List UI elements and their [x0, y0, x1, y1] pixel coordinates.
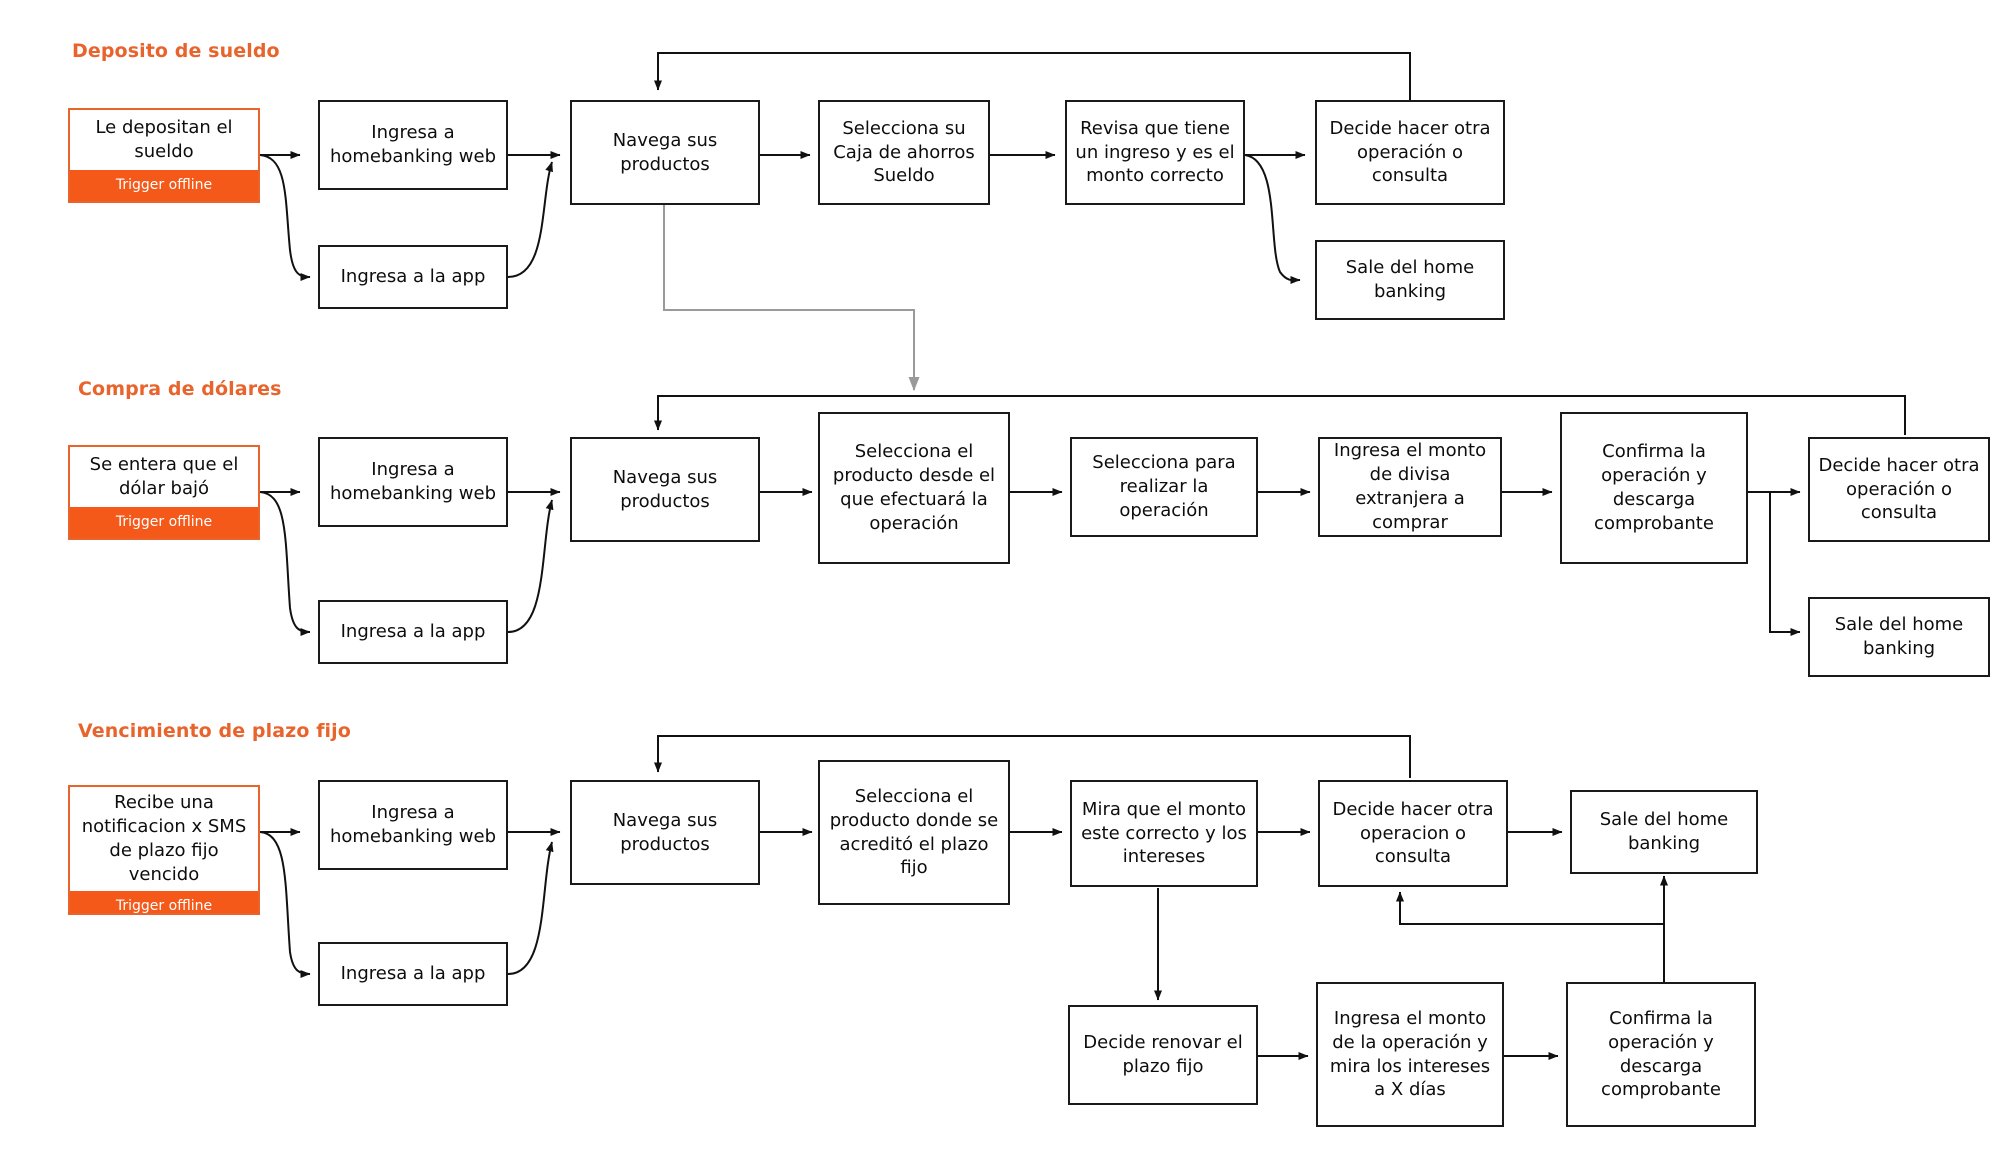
node-selecciona-producto-operacion-lane2[interactable]: Selecciona el producto desde el que efec… [818, 412, 1010, 564]
trigger-label: Le depositan el sueldo [95, 117, 233, 162]
trigger-label: Recibe una notificacion x SMS de plazo f… [81, 792, 247, 885]
node-navega-productos-lane1[interactable]: Navega sus productos [570, 100, 760, 205]
node-confirma-operacion-descarga-lane3[interactable]: Confirma la operación y descarga comprob… [1566, 982, 1756, 1127]
node-mira-monto-intereses-lane3[interactable]: Mira que el monto este correcto y los in… [1070, 780, 1258, 887]
trigger-node-lane3[interactable]: Recibe una notificacion x SMS de plazo f… [68, 785, 260, 915]
node-confirma-operacion-descarga-lane2[interactable]: Confirma la operación y descarga comprob… [1560, 412, 1748, 564]
node-ingresa-app-lane1[interactable]: Ingresa a la app [318, 245, 508, 309]
node-selecciona-realizar-operacion-lane2[interactable]: Selecciona para realizar la operación [1070, 437, 1258, 537]
trigger-offline-tag: Trigger offline [70, 170, 258, 201]
node-sale-home-banking-lane1[interactable]: Sale del home banking [1315, 240, 1505, 320]
node-decide-otra-operacion-lane2[interactable]: Decide hacer otra operación o consulta [1808, 437, 1990, 542]
trigger-label: Se entera que el dólar bajó [89, 454, 239, 499]
node-ingresa-homebanking-web-lane3[interactable]: Ingresa a homebanking web [318, 780, 508, 870]
lane-title-deposito-de-sueldo: Deposito de sueldo [72, 40, 280, 62]
lane-title-compra-de-dolares: Compra de dólares [78, 378, 282, 400]
trigger-offline-tag: Trigger offline [70, 890, 258, 913]
node-decide-otra-operacion-lane3[interactable]: Decide hacer otra operacion o consulta [1318, 780, 1508, 887]
node-decide-renovar-plazo-fijo-lane3[interactable]: Decide renovar el plazo fijo [1068, 1005, 1258, 1105]
node-ingresa-monto-divisa-lane2[interactable]: Ingresa el monto de divisa extranjera a … [1318, 437, 1502, 537]
node-selecciona-producto-plazo-fijo-lane3[interactable]: Selecciona el producto donde se acreditó… [818, 760, 1010, 905]
node-sale-home-banking-lane2[interactable]: Sale del home banking [1808, 597, 1990, 677]
trigger-node-lane2[interactable]: Se entera que el dólar bajó Trigger offl… [68, 445, 260, 540]
node-navega-productos-lane2[interactable]: Navega sus productos [570, 437, 760, 542]
lane-title-vencimiento-plazo-fijo: Vencimiento de plazo fijo [78, 720, 351, 742]
node-ingresa-homebanking-web-lane1[interactable]: Ingresa a homebanking web [318, 100, 508, 190]
node-ingresa-app-lane3[interactable]: Ingresa a la app [318, 942, 508, 1006]
node-sale-home-banking-lane3[interactable]: Sale del home banking [1570, 790, 1758, 874]
node-revisa-ingreso-lane1[interactable]: Revisa que tiene un ingreso y es el mont… [1065, 100, 1245, 205]
node-ingresa-monto-operacion-intereses-lane3[interactable]: Ingresa el monto de la operación y mira … [1316, 982, 1504, 1127]
node-selecciona-caja-ahorros-lane1[interactable]: Selecciona su Caja de ahorros Sueldo [818, 100, 990, 205]
trigger-node-lane1[interactable]: Le depositan el sueldo Trigger offline [68, 108, 260, 203]
node-ingresa-app-lane2[interactable]: Ingresa a la app [318, 600, 508, 664]
trigger-offline-tag: Trigger offline [70, 507, 258, 538]
node-navega-productos-lane3[interactable]: Navega sus productos [570, 780, 760, 885]
node-ingresa-homebanking-web-lane2[interactable]: Ingresa a homebanking web [318, 437, 508, 527]
node-decide-otra-operacion-lane1[interactable]: Decide hacer otra operación o consulta [1315, 100, 1505, 205]
